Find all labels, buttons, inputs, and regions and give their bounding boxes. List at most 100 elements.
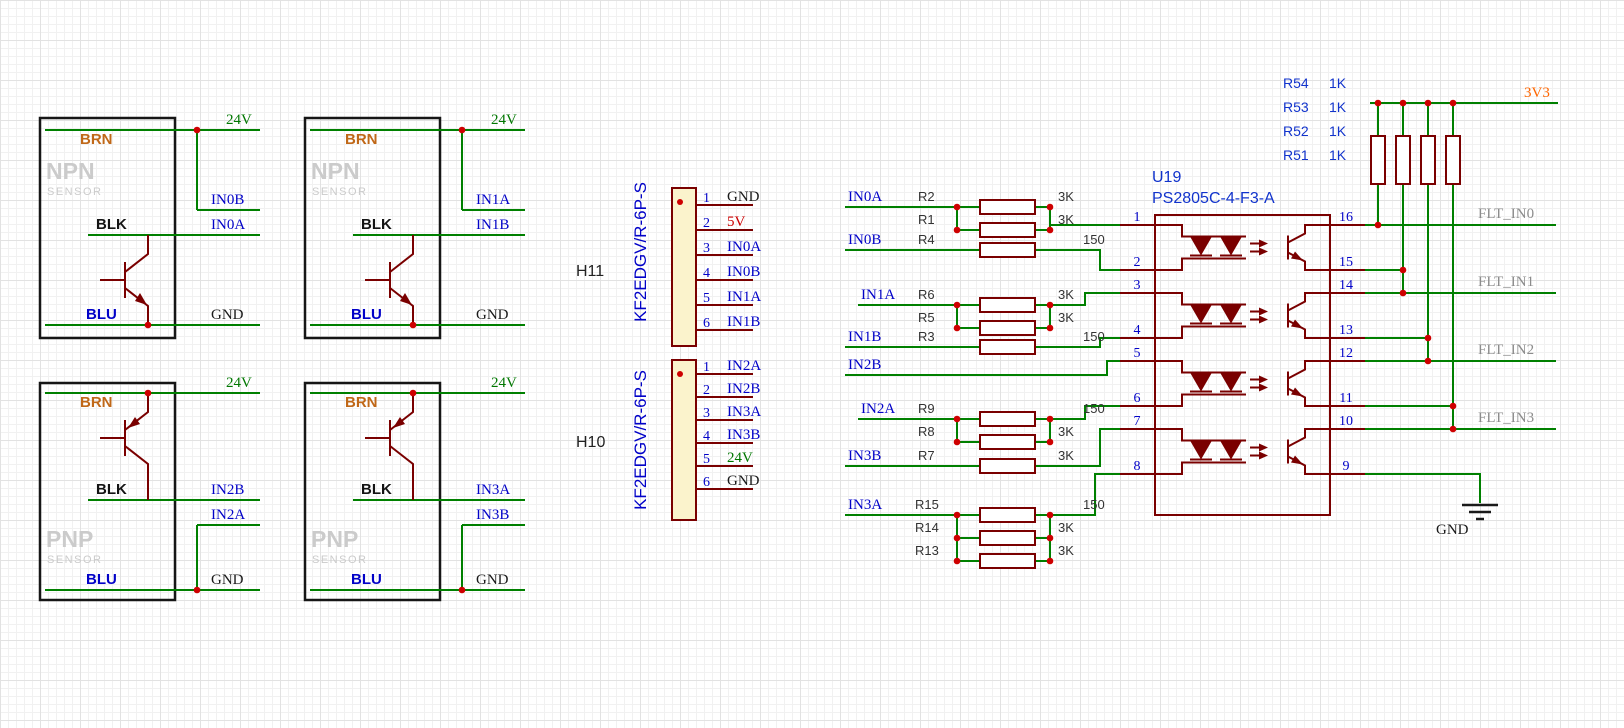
opto-channel-1: [1154, 224, 1331, 271]
resistor-ref-r7: R7: [918, 448, 935, 463]
pin-number: 2: [1134, 255, 1141, 270]
resistor-r8[interactable]: [979, 434, 1036, 450]
pin-number: 6: [703, 316, 710, 331]
pin-number: 13: [1339, 323, 1353, 338]
resistor-r9[interactable]: [979, 411, 1036, 427]
pin-number: 7: [1134, 414, 1141, 429]
junction-dot: [458, 586, 466, 594]
net-label-in3b: IN3B: [727, 427, 760, 443]
optocoupler-u19[interactable]: U19 PS2805C-4-F3-A 1 2 3 4 5 6 7 8 16 15…: [1120, 169, 1365, 516]
component-ref: U19: [1152, 169, 1181, 186]
resistor-r5[interactable]: [979, 320, 1036, 336]
sensor-type-label: NPN: [46, 158, 95, 184]
sensor-wires: [310, 129, 525, 326]
connector-ref: H11: [576, 263, 604, 280]
resistor-ref-r51: R51: [1283, 147, 1309, 163]
ground-symbol: [1462, 503, 1498, 521]
pin-number: 3: [703, 241, 710, 256]
resistor-r13[interactable]: [979, 553, 1036, 569]
resistor-r54[interactable]: [1370, 135, 1386, 185]
resistor-value-r5: 3K: [1058, 310, 1074, 325]
wire-label-blk: BLK: [361, 481, 392, 498]
net-label-in2a: IN2A: [211, 507, 245, 523]
connector-h11[interactable]: H11 KF2EDGV/R-6P-S 1 2 3 4 5 6 GND 5V IN…: [576, 182, 761, 347]
wire-label-blk: BLK: [96, 216, 127, 233]
net-label-in3b: IN3B: [476, 507, 509, 523]
resistor-ref-r5: R5: [918, 310, 935, 325]
sensor-type-label: PNP: [46, 526, 93, 552]
resistor-value-r9: 150: [1083, 401, 1105, 416]
resistor-value-r2: 3K: [1058, 189, 1074, 204]
sensor-pnp-1[interactable]: BRN 24V BLK IN2B IN2A PNP SENSOR BLU GND: [38, 375, 260, 602]
net-label-in3a: IN3A: [848, 497, 882, 513]
connector-h10[interactable]: H10 KF2EDGV/R-6P-S 1 2 3 4 5 6 IN2A IN2B…: [576, 358, 761, 521]
resistor-r52[interactable]: [1420, 135, 1436, 185]
net-label-in0b: IN0B: [848, 232, 881, 248]
net-label-in1a: IN1A: [861, 287, 895, 303]
resistor-r1[interactable]: [979, 222, 1036, 238]
resistor-ref-r4: R4: [918, 232, 935, 247]
pullup-resistor-bodies: [1370, 135, 1461, 185]
sensor-npn-2[interactable]: BRN NPN SENSOR 24V IN1A IN1B BLK BLU GND: [303, 112, 525, 340]
pin-number: 4: [703, 266, 710, 281]
net-label-24v: 24V: [226, 112, 252, 128]
wire-label-brn: BRN: [80, 394, 113, 411]
wire-label-blk: BLK: [361, 216, 392, 233]
resistor-r51[interactable]: [1445, 135, 1461, 185]
resistor-r53[interactable]: [1395, 135, 1411, 185]
junction-dot: [144, 389, 152, 397]
net-label-flt-in2: FLT_IN2: [1478, 342, 1534, 358]
net-label-gnd: GND: [476, 572, 509, 588]
sensor-pnp-2[interactable]: BRN 24V BLK IN3A IN3B PNP SENSOR BLU GND: [303, 375, 525, 602]
connector-part-number: KF2EDGV/R-6P-S: [631, 182, 650, 322]
net-label-24v: 24V: [491, 375, 517, 391]
net-label-3v3: 3V3: [1524, 85, 1550, 101]
pin-number: 4: [1134, 323, 1141, 338]
net-label-in2b: IN2B: [211, 482, 244, 498]
sensor-npn-1[interactable]: BRN NPN SENSOR 24V IN0B IN0A BLK BLU GND: [38, 112, 260, 340]
resistor-r2[interactable]: [979, 199, 1036, 215]
resistor-ref-r3: R3: [918, 329, 935, 344]
pin-number: 5: [1134, 346, 1141, 361]
net-label-in1b: IN1B: [727, 314, 760, 330]
net-label-in2a: IN2A: [727, 358, 761, 374]
resistor-value-r4: 150: [1083, 232, 1105, 247]
sensor-subtitle: SENSOR: [312, 554, 367, 566]
net-label-in0a: IN0A: [848, 189, 882, 205]
net-label-in2b: IN2B: [727, 381, 760, 397]
resistor-ref-r13: R13: [915, 543, 939, 558]
pin1-marker-dot: [677, 199, 683, 205]
net-label-in1a: IN1A: [727, 289, 761, 305]
resistor-value-r6: 3K: [1058, 287, 1074, 302]
resistor-value-r53: 1K: [1329, 99, 1347, 115]
junction-dot: [144, 321, 152, 329]
input-wires: [845, 206, 1120, 562]
pin-number: 2: [703, 216, 710, 231]
junction-dot: [409, 389, 417, 397]
resistor-bodies: [979, 199, 1036, 569]
resistor-r6[interactable]: [979, 297, 1036, 313]
resistor-ref-r6: R6: [918, 287, 935, 302]
pin1-marker-dot: [677, 371, 683, 377]
resistor-value-r14: 3K: [1058, 520, 1074, 535]
resistor-value-r3: 150: [1083, 329, 1105, 344]
sensor-wires: [45, 129, 260, 326]
resistor-ref-r8: R8: [918, 424, 935, 439]
pin-number: 12: [1339, 346, 1353, 361]
resistor-r4[interactable]: [979, 242, 1036, 258]
pin-number: 16: [1339, 210, 1353, 225]
resistor-value-r51: 1K: [1329, 147, 1347, 163]
sensor-outline: [38, 116, 177, 340]
resistor-r14[interactable]: [979, 530, 1036, 546]
resistor-r3[interactable]: [979, 339, 1036, 355]
resistor-ref-r15: R15: [915, 497, 939, 512]
pin-number: 1: [703, 360, 710, 375]
resistor-r7[interactable]: [979, 458, 1036, 474]
input-resistor-network[interactable]: IN0A R2 3K R1 3K IN0B R4 150 IN1A R6 3K …: [845, 189, 1120, 569]
net-label-in3a: IN3A: [727, 404, 761, 420]
resistor-r15[interactable]: [979, 507, 1036, 523]
junction-dots: [1374, 99, 1457, 433]
resistor-ref-r14: R14: [915, 520, 939, 535]
output-pullup-section[interactable]: R54 1K R53 1K R52 1K R51 1K 3V3 FLT_IN0 …: [1283, 75, 1558, 538]
pin-number: 4: [703, 429, 710, 444]
